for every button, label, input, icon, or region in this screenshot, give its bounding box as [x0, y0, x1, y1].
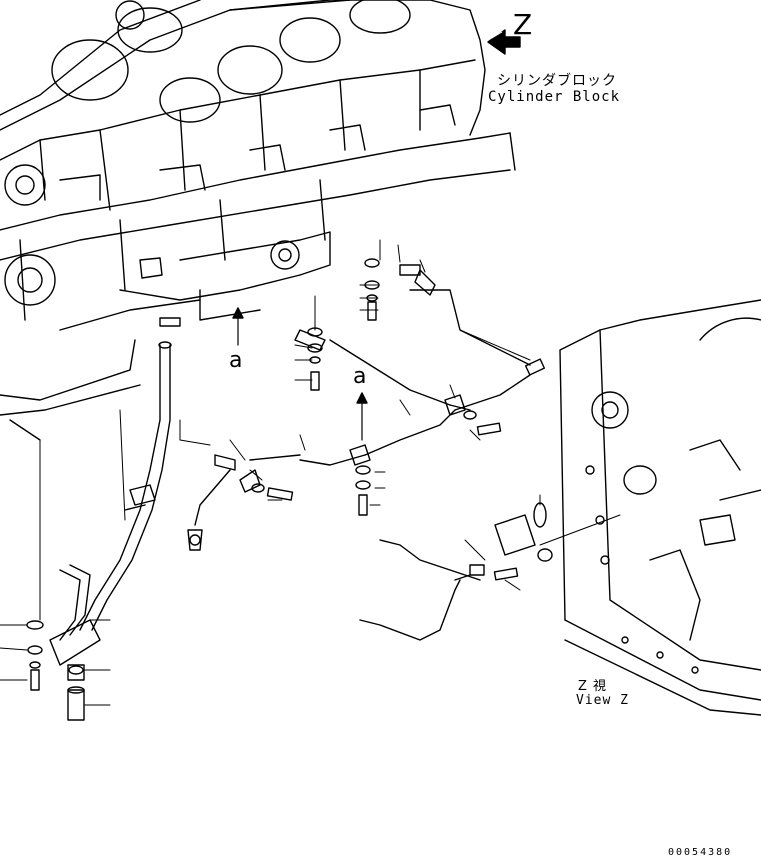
- view-z-arrow: [487, 29, 521, 55]
- cylinder-block-label-japanese: シリンダブロック: [497, 73, 617, 89]
- hose-assembly: [49, 341, 481, 721]
- view-z-marker: Z: [513, 8, 533, 41]
- cylinder-block-label-english: Cylinder Block: [488, 89, 621, 105]
- callout-arrows: [232, 307, 368, 441]
- view-caption-japanese: Z 視: [578, 679, 608, 694]
- callout-a-left: a: [229, 348, 243, 373]
- fasteners: [26, 258, 553, 691]
- cylinder-block: [0, 0, 516, 441]
- callout-a-right: a: [353, 364, 367, 389]
- view-caption-english: View Z: [576, 693, 629, 708]
- wiring-harness: [187, 264, 546, 641]
- drawing-number: 00054380: [668, 847, 733, 858]
- leader-lines: [0, 239, 621, 706]
- front-view-block: [559, 299, 761, 716]
